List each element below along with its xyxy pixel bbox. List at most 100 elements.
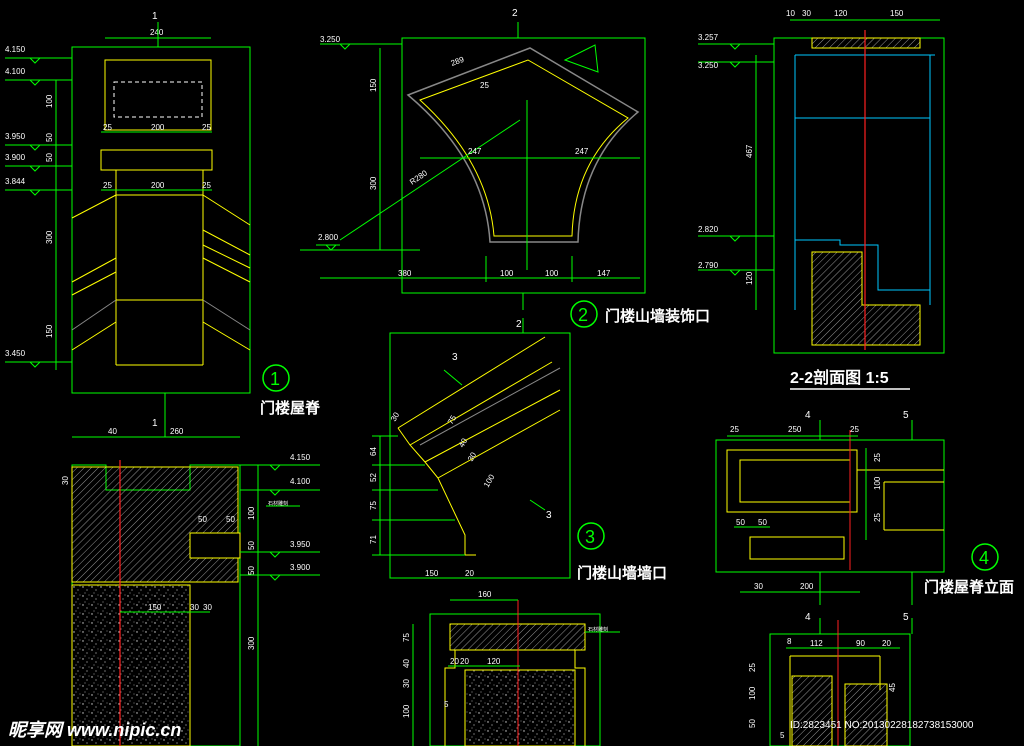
dim-label: 260 <box>170 427 184 436</box>
dim-label: 50 <box>226 515 235 524</box>
dim-label: 20 <box>882 639 891 648</box>
level-label: 2.790 <box>698 261 719 270</box>
section-bottom-right: 8 112 90 20 25 100 50 45 5 4 5 <box>748 612 913 746</box>
dim-label: 160 <box>478 590 492 599</box>
axis-mark: 1 <box>152 11 158 22</box>
detail-1-number: 1 <box>270 369 280 389</box>
axis-mark: 4 <box>805 612 811 623</box>
dim-label: 25 <box>480 81 489 90</box>
dim-label: 40 <box>457 436 470 449</box>
dim-label: 150 <box>890 9 904 18</box>
dim-label: 100 <box>45 94 54 108</box>
dim-label: 25 <box>103 181 112 190</box>
dim-label: 30 <box>389 410 402 423</box>
dim-label: 150 <box>45 324 54 338</box>
dim-label: 50 <box>45 153 54 162</box>
dim-label: 25 <box>748 663 757 672</box>
dim-label: 5 <box>444 700 449 709</box>
axis-mark: 1 <box>152 418 158 429</box>
dim-label: 20 <box>460 657 469 666</box>
dim-label: 120 <box>834 9 848 18</box>
detail-3-gable-eave: 64 52 75 71 150 20 30 75 40 30 100 3 3 2… <box>369 318 667 582</box>
level-label: 3.900 <box>290 563 311 572</box>
dim-label: 300 <box>247 636 256 650</box>
dim-label: 200 <box>151 181 165 190</box>
section-1-1: 40 260 30 50 50 100 50 50 300 150 30 30 … <box>61 418 320 746</box>
dim-label: 25 <box>850 425 859 434</box>
dim-label: 30 <box>754 582 763 591</box>
dim-label: 50 <box>45 133 54 142</box>
dim-label: 247 <box>468 147 482 156</box>
dim-label: 10 <box>786 9 795 18</box>
dim-label: 100 <box>482 472 497 489</box>
dim-label: 250 <box>788 425 802 434</box>
dim-label: 50 <box>247 566 256 575</box>
dim-label: 40 <box>402 659 411 668</box>
dim-label: 75 <box>402 633 411 642</box>
level-label: 2.820 <box>698 225 719 234</box>
detail-2-title: 门楼山墙装饰口 <box>605 307 710 325</box>
detail-1-ridge-elevation: 4.150 4.100 3.950 3.900 3.844 3.450 100 … <box>5 11 321 420</box>
dim-label: 50 <box>736 518 745 527</box>
level-label: 3.250 <box>698 61 719 70</box>
dim-label: 52 <box>369 473 378 482</box>
detail-3-number: 3 <box>585 527 595 547</box>
dim-label: 100 <box>748 686 757 700</box>
dim-label: 25 <box>103 123 112 132</box>
level-label: 3.844 <box>5 177 26 186</box>
watermark: 昵享网 www.nipic.cn ID:2823451 NO:201302281… <box>8 720 974 740</box>
level-label: 4.100 <box>5 67 26 76</box>
level-label: 3.950 <box>5 132 26 141</box>
dim-label: 120 <box>745 271 754 285</box>
material-note: 石材雕刻 <box>588 626 608 633</box>
dim-label: 112 <box>810 639 823 648</box>
axis-mark: 5 <box>903 612 909 623</box>
level-label: 4.150 <box>5 45 26 54</box>
dim-label: 120 <box>487 657 501 666</box>
watermark-site: 昵享网 www.nipic.cn <box>8 720 181 740</box>
dim-label: 380 <box>398 269 412 278</box>
dim-label: 25 <box>873 513 882 522</box>
dim-label: 100 <box>545 269 559 278</box>
dim-label: 100 <box>873 476 882 490</box>
dim-label: 289 <box>450 55 466 68</box>
dim-label: 100 <box>500 269 514 278</box>
dim-label: 20 <box>450 657 459 666</box>
axis-mark: 5 <box>903 410 909 421</box>
dim-label: 147 <box>597 269 611 278</box>
detail-4-ridge-elevation: 25 250 25 50 50 30 200 25 100 25 4 5 4 门… <box>715 410 1014 605</box>
dim-label: 200 <box>800 582 814 591</box>
level-label: 3.450 <box>5 349 26 358</box>
dim-label: 8 <box>787 637 792 646</box>
level-label: 3.257 <box>698 33 719 42</box>
dim-label: 30 <box>402 679 411 688</box>
dim-label: 45 <box>888 683 897 692</box>
axis-mark: 3 <box>452 352 458 363</box>
dim-label: 300 <box>45 230 54 244</box>
dim-label: 5 <box>780 731 785 740</box>
detail-4-title: 门楼屋脊立面 <box>924 578 1014 596</box>
dim-label: 25 <box>202 181 211 190</box>
section-2-2-title: 2-2剖面图 1:5 <box>790 368 889 387</box>
dim-label: 75 <box>446 413 459 426</box>
dim-label: 467 <box>745 144 754 158</box>
level-label: 4.150 <box>290 453 311 462</box>
dim-label: 90 <box>856 639 865 648</box>
detail-3-title: 门楼山墙墙口 <box>577 564 667 582</box>
dim-label: 50 <box>758 518 767 527</box>
dim-label: 30 <box>802 9 811 18</box>
level-label: 3.900 <box>5 153 26 162</box>
axis-mark: 2 <box>516 319 522 330</box>
level-label: 3.950 <box>290 540 311 549</box>
dim-label: 100 <box>247 506 256 520</box>
level-label: 2.800 <box>318 233 339 242</box>
level-label: 3.250 <box>320 35 341 44</box>
dim-label: 25 <box>730 425 739 434</box>
dim-label: R280 <box>408 168 429 186</box>
dim-label: 300 <box>369 176 378 190</box>
detail-2-number: 2 <box>578 305 588 325</box>
dim-label: 30 <box>203 603 212 612</box>
dim-label: 25 <box>873 453 882 462</box>
dim-label: 50 <box>198 515 207 524</box>
